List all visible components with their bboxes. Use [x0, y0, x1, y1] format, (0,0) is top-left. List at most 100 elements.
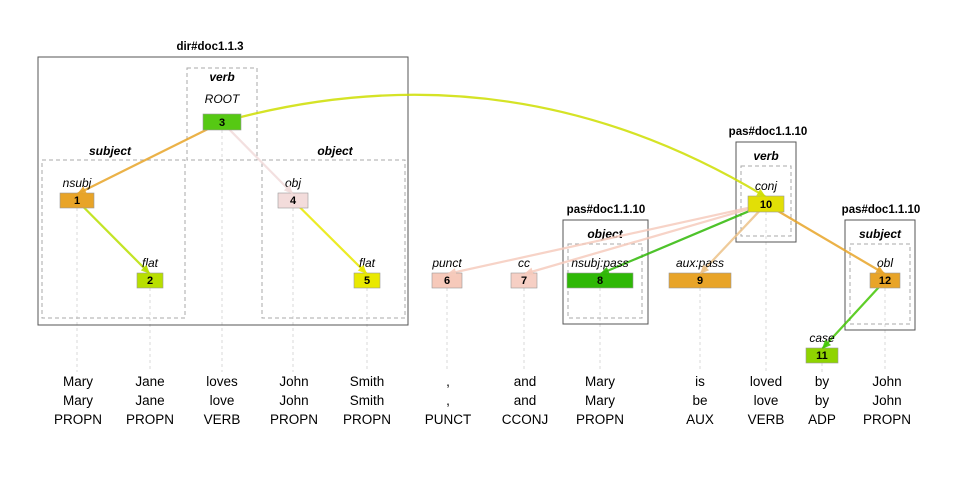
subgroup-label: subject — [859, 227, 902, 241]
deprel-label: aux:pass — [676, 256, 724, 270]
token-lemma[interactable]: Jane — [135, 393, 164, 408]
dependency-edge — [291, 199, 369, 276]
token-upos[interactable]: PROPN — [863, 412, 911, 427]
dependency-edge — [598, 202, 768, 276]
node-id-label: 2 — [147, 275, 153, 287]
edge-arrowhead — [140, 264, 150, 274]
subgroup-box — [261, 159, 406, 319]
node-id-label: 7 — [521, 275, 527, 287]
group-title: pas#doc1.1.10 — [729, 126, 808, 138]
deprel-label: cc — [518, 256, 530, 270]
edge-arrowhead — [524, 267, 534, 276]
token-lemma[interactable]: and — [514, 393, 537, 408]
subgroup-box — [740, 165, 792, 237]
node-box[interactable] — [277, 192, 309, 209]
token-lemma[interactable]: love — [210, 393, 235, 408]
token-lemma[interactable]: by — [815, 393, 830, 408]
token-form[interactable]: Mary — [585, 374, 615, 389]
token-upos[interactable]: VERB — [748, 412, 785, 427]
group-box — [735, 141, 797, 243]
subgroup-label: object — [317, 144, 353, 158]
token-form[interactable]: loved — [750, 374, 782, 389]
token-upos[interactable]: ADP — [808, 412, 836, 427]
dependency-edge — [445, 202, 768, 276]
node-box[interactable] — [136, 272, 164, 289]
dependency-edge — [764, 202, 887, 276]
node-box[interactable] — [805, 347, 839, 364]
node-box[interactable] — [747, 195, 785, 213]
deprel-label: punct — [431, 256, 462, 270]
token-upos[interactable]: CCONJ — [502, 412, 549, 427]
dependency-edge — [220, 93, 768, 199]
node-id-label: 5 — [364, 275, 370, 287]
token-form[interactable]: John — [279, 374, 308, 389]
dependency-edge — [75, 199, 152, 276]
token-lemma[interactable]: Mary — [63, 393, 93, 408]
token-upos[interactable]: PROPN — [576, 412, 624, 427]
token-lemma[interactable]: , — [446, 393, 450, 408]
dependency-edge — [820, 279, 887, 351]
edge-arrowhead — [77, 186, 87, 194]
group-title: dir#doc1.1.3 — [176, 41, 243, 53]
subgroup-box — [41, 159, 186, 319]
token-form[interactable]: and — [514, 374, 537, 389]
token-upos[interactable]: PROPN — [343, 412, 391, 427]
dependency-edge — [220, 120, 295, 196]
token-form[interactable]: by — [815, 374, 830, 389]
edge-arrowhead — [283, 184, 293, 194]
token-form[interactable]: John — [872, 374, 901, 389]
token-form[interactable]: loves — [206, 374, 238, 389]
edge-arrowhead — [875, 265, 885, 274]
token-upos[interactable]: AUX — [686, 412, 714, 427]
node-box[interactable] — [869, 272, 901, 289]
node-box[interactable] — [202, 113, 242, 131]
subgroup-label: verb — [753, 149, 778, 163]
node-id-label: 4 — [290, 195, 297, 207]
token-form[interactable]: Smith — [350, 374, 385, 389]
deprel-label: case — [809, 331, 835, 345]
edge-arrowhead — [756, 188, 766, 197]
subgroup-label: subject — [89, 144, 132, 158]
token-lemma[interactable]: love — [754, 393, 779, 408]
group-box — [37, 56, 409, 326]
node-box[interactable] — [510, 272, 538, 289]
token-lemma[interactable]: Smith — [350, 393, 385, 408]
token-upos[interactable]: PROPN — [54, 412, 102, 427]
node-box[interactable] — [431, 272, 463, 289]
node-box[interactable] — [59, 192, 95, 209]
token-upos[interactable]: VERB — [204, 412, 241, 427]
group-box — [844, 219, 916, 331]
node-id-label: 6 — [444, 275, 450, 287]
token-form[interactable]: is — [695, 374, 705, 389]
subgroup-label: verb — [209, 70, 234, 84]
deprel-label: nsubj:pass — [571, 256, 628, 270]
deprel-label: ROOT — [205, 92, 241, 106]
node-id-label: 1 — [74, 195, 80, 207]
edge-arrowhead — [600, 266, 610, 275]
token-upos[interactable]: PUNCT — [425, 412, 472, 427]
node-box[interactable] — [668, 272, 732, 289]
node-box[interactable] — [353, 272, 381, 289]
edge-arrowhead — [822, 339, 832, 349]
token-lemma[interactable]: John — [872, 393, 901, 408]
node-id-label: 12 — [879, 275, 891, 287]
token-upos[interactable]: PROPN — [270, 412, 318, 427]
subgroup-box — [849, 243, 911, 325]
group-title: pas#doc1.1.10 — [842, 204, 921, 216]
node-box[interactable] — [566, 272, 634, 289]
node-id-label: 9 — [697, 275, 703, 287]
token-lemma[interactable]: Mary — [585, 393, 615, 408]
token-upos[interactable]: PROPN — [126, 412, 174, 427]
group-title: pas#doc1.1.10 — [567, 204, 646, 216]
token-lemma[interactable]: John — [279, 393, 308, 408]
deprel-label: nsubj — [63, 176, 92, 190]
deprel-label: conj — [755, 179, 777, 193]
token-form[interactable]: Jane — [135, 374, 164, 389]
token-form[interactable]: , — [446, 374, 450, 389]
token-lemma[interactable]: be — [692, 393, 707, 408]
deprel-label: obl — [877, 256, 893, 270]
token-form[interactable]: Mary — [63, 374, 93, 389]
node-id-label: 3 — [219, 117, 225, 129]
